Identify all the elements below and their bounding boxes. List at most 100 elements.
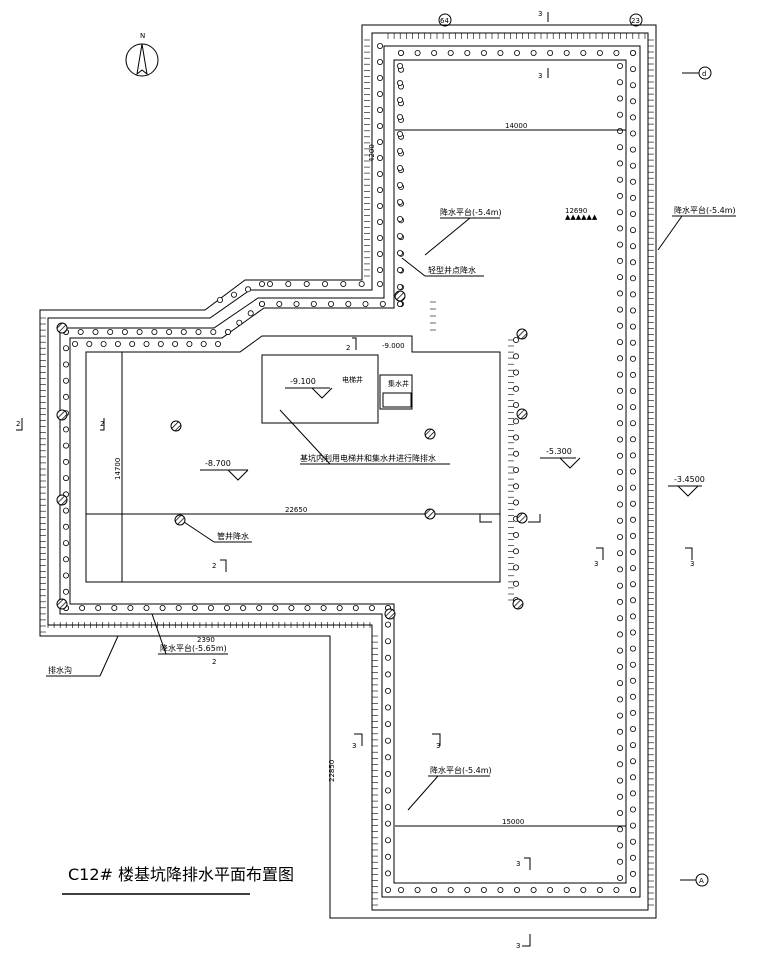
well-point	[376, 138, 383, 145]
well-point	[272, 605, 279, 612]
section-mark-right2: 3	[594, 560, 598, 568]
well-point	[513, 564, 520, 571]
well-point	[396, 97, 403, 104]
well-point	[617, 810, 624, 817]
well-point	[630, 291, 637, 298]
well-point	[368, 605, 375, 612]
well-point	[95, 605, 102, 612]
section-mark-mid: 3	[352, 742, 356, 750]
well-point	[200, 340, 207, 347]
well-point	[244, 286, 251, 293]
well-point	[617, 144, 624, 151]
well-point	[327, 300, 334, 307]
well-point	[114, 340, 121, 347]
section-mark-bottom: 3	[516, 942, 520, 950]
elev-pit-main: -8.700	[205, 459, 231, 468]
well-point	[376, 123, 383, 130]
pit-outer-boundary	[39, 24, 657, 919]
well-point	[77, 328, 84, 335]
well-point	[630, 854, 637, 861]
well-point	[617, 826, 624, 833]
well-point	[396, 164, 403, 171]
well-point	[384, 654, 391, 661]
well-point	[304, 605, 311, 612]
note-platform-left: 降水平台(-5.65m)	[160, 643, 227, 653]
well-point	[431, 887, 438, 894]
light-well-points	[63, 43, 637, 894]
well-point	[617, 387, 624, 394]
well-point	[617, 63, 624, 70]
well-point	[384, 770, 391, 777]
well-point	[362, 300, 369, 307]
well-point	[258, 300, 265, 307]
well-point	[195, 328, 202, 335]
dim-vertical-1: 14700	[114, 458, 122, 480]
well-point	[630, 275, 637, 282]
well-point	[630, 887, 637, 894]
well-point	[617, 582, 624, 589]
well-point	[617, 95, 624, 102]
well-point	[340, 280, 347, 287]
well-point	[127, 605, 134, 612]
well-point	[630, 661, 637, 668]
well-point	[630, 838, 637, 845]
elevation-markers: -9.100 -8.700 -5.300 -3.4500 -9.000	[200, 342, 705, 497]
well-point	[100, 340, 107, 347]
well-point	[630, 436, 637, 443]
well-point	[447, 50, 454, 57]
well-point	[513, 353, 520, 360]
well-point	[397, 887, 404, 894]
well-point	[630, 629, 637, 636]
well-point	[513, 450, 520, 457]
well-point	[376, 280, 383, 287]
well-point	[396, 266, 403, 273]
well-point	[617, 647, 624, 654]
well-point	[384, 787, 391, 794]
well-point	[180, 328, 187, 335]
well-point	[630, 194, 637, 201]
well-point	[617, 745, 624, 752]
dim-mid: 22650	[285, 506, 307, 514]
well-point	[240, 605, 247, 612]
well-point	[63, 540, 70, 547]
well-point	[230, 291, 237, 298]
section-mark-top: 3	[538, 10, 542, 18]
well-point	[464, 887, 471, 894]
well-point	[63, 345, 70, 352]
well-point	[513, 499, 520, 506]
elev-pit-right: -5.300	[546, 447, 572, 456]
well-point	[111, 605, 118, 612]
well-point	[63, 475, 70, 482]
well-point	[617, 209, 624, 216]
well-point	[143, 340, 150, 347]
well-point	[210, 328, 217, 335]
well-point	[630, 227, 637, 234]
well-point	[396, 181, 403, 188]
well-point	[431, 50, 438, 57]
well-point	[384, 737, 391, 744]
well-point	[630, 516, 637, 523]
well-point	[376, 75, 383, 82]
well-point	[414, 50, 421, 57]
well-point	[513, 580, 520, 587]
well-point	[464, 50, 471, 57]
well-point	[129, 340, 136, 347]
well-point	[630, 677, 637, 684]
section-mark-low2: 3	[516, 860, 520, 868]
well-point	[580, 887, 587, 894]
well-point	[617, 728, 624, 735]
axis-bubbles: 64 23 d A	[438, 13, 712, 887]
elev-pit-small: -9.000	[382, 342, 405, 350]
dimension-labels: 14000 15000 2390 22650 12690 ▲▲▲▲▲▲ 1470…	[114, 122, 598, 826]
well-point	[376, 107, 383, 114]
well-point	[630, 806, 637, 813]
well-point	[617, 468, 624, 475]
well-point	[630, 549, 637, 556]
well-point	[107, 328, 114, 335]
section-mark-left: 2	[16, 420, 20, 428]
well-point	[617, 111, 624, 118]
well-point	[186, 340, 193, 347]
well-point	[617, 176, 624, 183]
center-mark: ▲▲▲▲▲▲	[565, 213, 598, 221]
well-point	[630, 870, 637, 877]
